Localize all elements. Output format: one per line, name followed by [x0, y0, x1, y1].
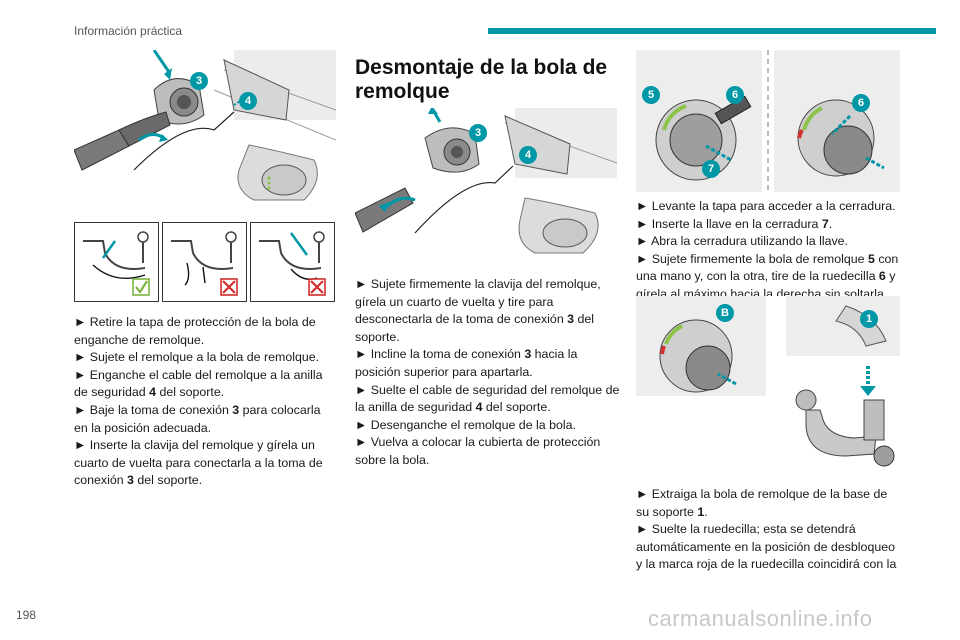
instruction-extract-ball: ► Extraiga la bola de remolque de la bas… — [636, 487, 888, 519]
right-column-text-upper: ► Levante la tapa para acceder a la cerr… — [636, 198, 900, 304]
callout-badge-5: 5 — [642, 86, 660, 104]
tow-disconnect-illustration: 3 4 — [355, 108, 617, 268]
ball-removal-illustration: B 1 — [636, 296, 900, 472]
instruction-attach-trailer: ► Sujete el remolque a la bola de remolq… — [74, 350, 320, 365]
instruction-release-wheel: ► Suelte la ruedecilla; esta se detendrá… — [636, 522, 897, 572]
callout-badge-6b: 6 — [852, 94, 870, 112]
instruction-release-cable: ► Suelte el cable de seguridad del remol… — [355, 382, 620, 415]
section-heading: Desmontaje de la bola de remolque — [355, 56, 608, 103]
instruction-open-lock: ► Abra la cerradura utilizando la llave. — [636, 234, 849, 249]
instruction-unhook-trailer: ► Desenganche el remolque de la bola. — [355, 417, 576, 432]
middle-column-text: ► Sujete firmemente la clavija del remol… — [355, 276, 620, 470]
thumbnail-incorrect-attachment-2 — [250, 222, 335, 302]
callout-badge-3: 3 — [469, 124, 487, 142]
callout-badge-B: B — [716, 304, 734, 322]
instruction-remove-cap: ► Retire la tapa de protección de la bol… — [74, 315, 316, 347]
watermark: carmanualsonline.info — [648, 606, 873, 631]
thumbnail-correct-attachment — [74, 222, 159, 302]
instruction-insert-plug: ► Inserte la clavija del remolque y gíre… — [74, 438, 323, 488]
callout-badge-7: 7 — [702, 160, 720, 178]
instruction-lift-cover: ► Levante la tapa para acceder a la cerr… — [636, 199, 896, 213]
callout-badge-4: 4 — [519, 146, 537, 164]
instruction-replace-cover: ► Vuelva a colocar la cubierta de protec… — [355, 435, 601, 467]
left-column-text: ► Retire la tapa de protección de la bol… — [74, 314, 336, 490]
instruction-lower-socket: ► Baje la toma de conexión 3 para coloca… — [74, 402, 321, 435]
thumbnail-incorrect-attachment-1 — [162, 222, 247, 302]
instruction-insert-key: ► Inserte la llave en la cerradura 7. — [636, 216, 833, 231]
instruction-disconnect-plug: ► Sujete firmemente la clavija del remol… — [355, 277, 601, 344]
section-title: Información práctica — [74, 24, 183, 38]
callout-badge-3: 3 — [190, 72, 208, 90]
instruction-tilt-socket: ► Incline la toma de conexión 3 hacia la… — [355, 347, 578, 379]
instruction-hook-cable: ► Enganche el cable del remolque a la an… — [74, 367, 323, 400]
right-column-text-lower: ► Extraiga la bola de remolque de la bas… — [636, 486, 900, 574]
lock-unlock-illustration: 5 6 7 6 — [636, 50, 900, 192]
callout-badge-1: 1 — [860, 310, 878, 328]
callout-badge-6: 6 — [726, 86, 744, 104]
page-number: 198 — [16, 608, 37, 622]
instruction-hold-ball: ► Sujete firmemente la bola de remolque … — [636, 251, 899, 301]
tow-connection-illustration: 3 4 — [74, 50, 336, 220]
callout-badge-4: 4 — [239, 92, 257, 110]
header-accent-bar — [488, 28, 936, 34]
